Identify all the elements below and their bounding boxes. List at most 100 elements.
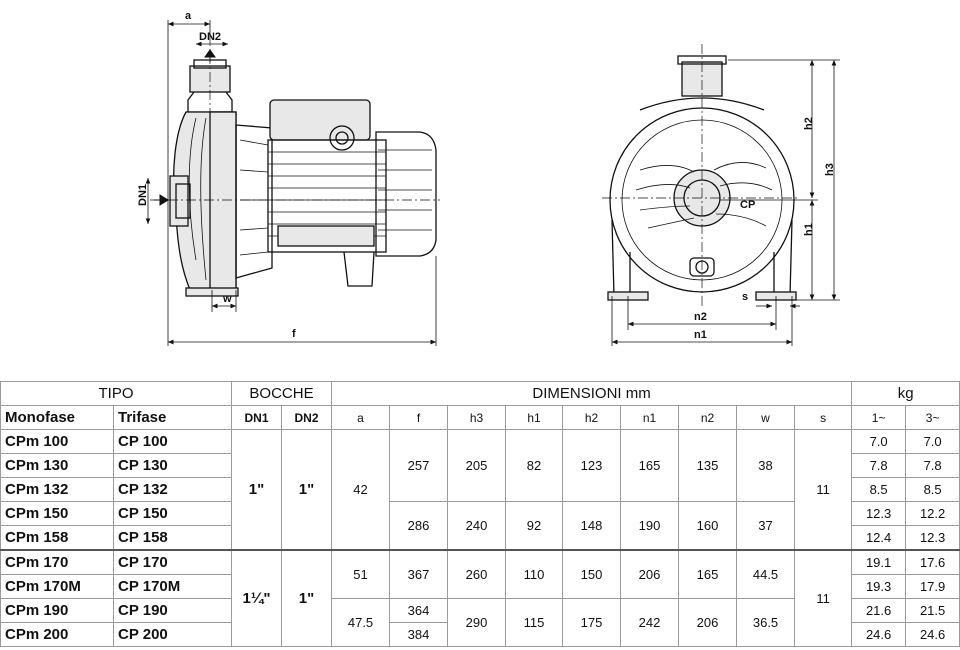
kg1-value: 8.5 — [851, 477, 907, 502]
dim-label-f: f — [292, 328, 296, 340]
dim-label-h2: h2 — [803, 117, 815, 130]
model-mono: CPm 158 — [0, 525, 114, 551]
model-tri: CP 170M — [112, 574, 233, 599]
header-monofase: Monofase — [0, 405, 114, 430]
table-row: CPm 100 CP 100 1" 1" 42 257 205 82 123 1… — [0, 429, 960, 551]
model-tri: CP 100 — [112, 429, 233, 454]
kg1-value: 21.6 — [851, 598, 907, 623]
dn2-value: 1" — [281, 429, 333, 551]
outlet-flow-arrow — [204, 49, 216, 62]
dn1-value: 1¼" — [231, 549, 283, 647]
f-value: 364 — [389, 598, 449, 623]
model-tri: CP 158 — [112, 525, 233, 551]
n2-value: 165 — [678, 549, 738, 599]
header-dimensioni: DIMENSIONI mm — [331, 381, 853, 406]
header-n1: n1 — [620, 405, 680, 430]
dim-label-n2: n2 — [694, 311, 707, 323]
model-tri: CP 200 — [112, 622, 233, 647]
header-trifase: Trifase — [112, 405, 233, 430]
s-value: 11 — [794, 549, 853, 647]
dim-label-dn1: DN1 — [137, 184, 149, 206]
dim-label-a: a — [185, 10, 192, 22]
kg1-value: 19.1 — [851, 549, 907, 575]
kg3-value: 7.0 — [905, 429, 960, 454]
n1-value: 242 — [620, 598, 680, 647]
header-f: f — [389, 405, 449, 430]
dim-label-h1: h1 — [803, 223, 815, 236]
kg3-value: 17.9 — [905, 574, 960, 599]
model-mono: CPm 170M — [0, 574, 114, 599]
header-kg: kg — [851, 381, 960, 406]
dn1-value: 1" — [231, 429, 283, 551]
header-n2: n2 — [678, 405, 738, 430]
motor-body — [267, 139, 387, 253]
model-mono: CPm 190 — [0, 598, 114, 623]
h3-value: 290 — [447, 598, 507, 647]
model-tri: CP 190 — [112, 598, 233, 623]
table-row: CPm 190 CP 190 47.5 364 290 115 175 242 … — [0, 598, 960, 647]
model-tri: CP 132 — [112, 477, 233, 502]
dim-label-w: w — [222, 293, 232, 305]
table-row: CPm 132 CP 132 8.5 8.5 — [0, 477, 960, 502]
h3-value: 205 — [447, 429, 507, 502]
h3-value: 260 — [447, 549, 507, 599]
group-header-row: TIPO BOCCHE DIMENSIONI mm kg — [0, 381, 960, 406]
n2-value: 206 — [678, 598, 738, 647]
table-row: CPm 130 CP 130 7.8 7.8 — [0, 453, 960, 478]
sub-header-row: Monofase Trifase DN1 DN2 a f h3 h1 h2 n1… — [0, 405, 960, 430]
header-kg1: 1~ — [851, 405, 907, 430]
kg3-value: 17.6 — [905, 549, 960, 575]
brand-mark: CP — [740, 199, 755, 211]
h2-value: 123 — [562, 429, 622, 502]
n2-value: 135 — [678, 429, 738, 502]
w-value: 44.5 — [736, 549, 796, 599]
h1-value: 115 — [505, 598, 564, 647]
table-row: CPm 158 CP 158 12.4 12.3 — [0, 525, 960, 551]
a-value: 42 — [331, 429, 391, 551]
n2-value: 160 — [678, 501, 738, 551]
h2-value: 150 — [562, 549, 622, 599]
kg3-value: 12.2 — [905, 501, 960, 526]
kg3-value: 12.3 — [905, 525, 960, 551]
specification-table: TIPO BOCCHE DIMENSIONI mm kg Monofase Tr… — [0, 381, 960, 647]
h1-value: 92 — [505, 501, 564, 551]
kg3-value: 21.5 — [905, 598, 960, 623]
header-w: w — [736, 405, 796, 430]
model-tri: CP 170 — [112, 549, 233, 575]
kg1-value: 12.4 — [851, 525, 907, 551]
kg1-value: 24.6 — [851, 622, 907, 647]
kg1-value: 7.0 — [851, 429, 907, 454]
dn2-value: 1" — [281, 549, 333, 647]
h1-value: 82 — [505, 429, 564, 502]
model-mono: CPm 132 — [0, 477, 114, 502]
h3-value: 240 — [447, 501, 507, 551]
dim-label-n1: n1 — [694, 329, 707, 341]
inlet-port — [169, 175, 189, 227]
model-mono: CPm 150 — [0, 501, 114, 526]
header-kg3: 3~ — [905, 405, 960, 430]
kg3-value: 24.6 — [905, 622, 960, 647]
kg1-value: 12.3 — [851, 501, 907, 526]
dim-label-dn2: DN2 — [199, 31, 221, 43]
header-h1: h1 — [505, 405, 564, 430]
model-mono: CPm 100 — [0, 429, 114, 454]
pump-technical-drawing: a DN2 DN1 w f — [137, 10, 840, 346]
h2-value: 148 — [562, 501, 622, 551]
table-row: CPm 200 CP 200 384 24.6 24.6 — [0, 622, 960, 647]
table-row: CPm 150 CP 150 286 240 92 148 190 160 37… — [0, 501, 960, 551]
inlet-flow-arrow — [154, 194, 169, 206]
header-dn1: DN1 — [231, 405, 283, 430]
model-mono: CPm 170 — [0, 549, 114, 575]
h2-value: 175 — [562, 598, 622, 647]
kg1-value: 19.3 — [851, 574, 907, 599]
header-dn2: DN2 — [281, 405, 333, 430]
header-h2: h2 — [562, 405, 622, 430]
kg3-value: 7.8 — [905, 453, 960, 478]
h1-value: 110 — [505, 549, 564, 599]
header-a: a — [331, 405, 391, 430]
table-row: CPm 170 CP 170 1¼" 1" 51 367 260 110 150… — [0, 549, 960, 647]
s-value: 11 — [794, 429, 853, 551]
terminal-box — [269, 99, 371, 141]
f-value: 384 — [389, 622, 449, 647]
side-view: a DN2 DN1 w f — [137, 10, 440, 346]
